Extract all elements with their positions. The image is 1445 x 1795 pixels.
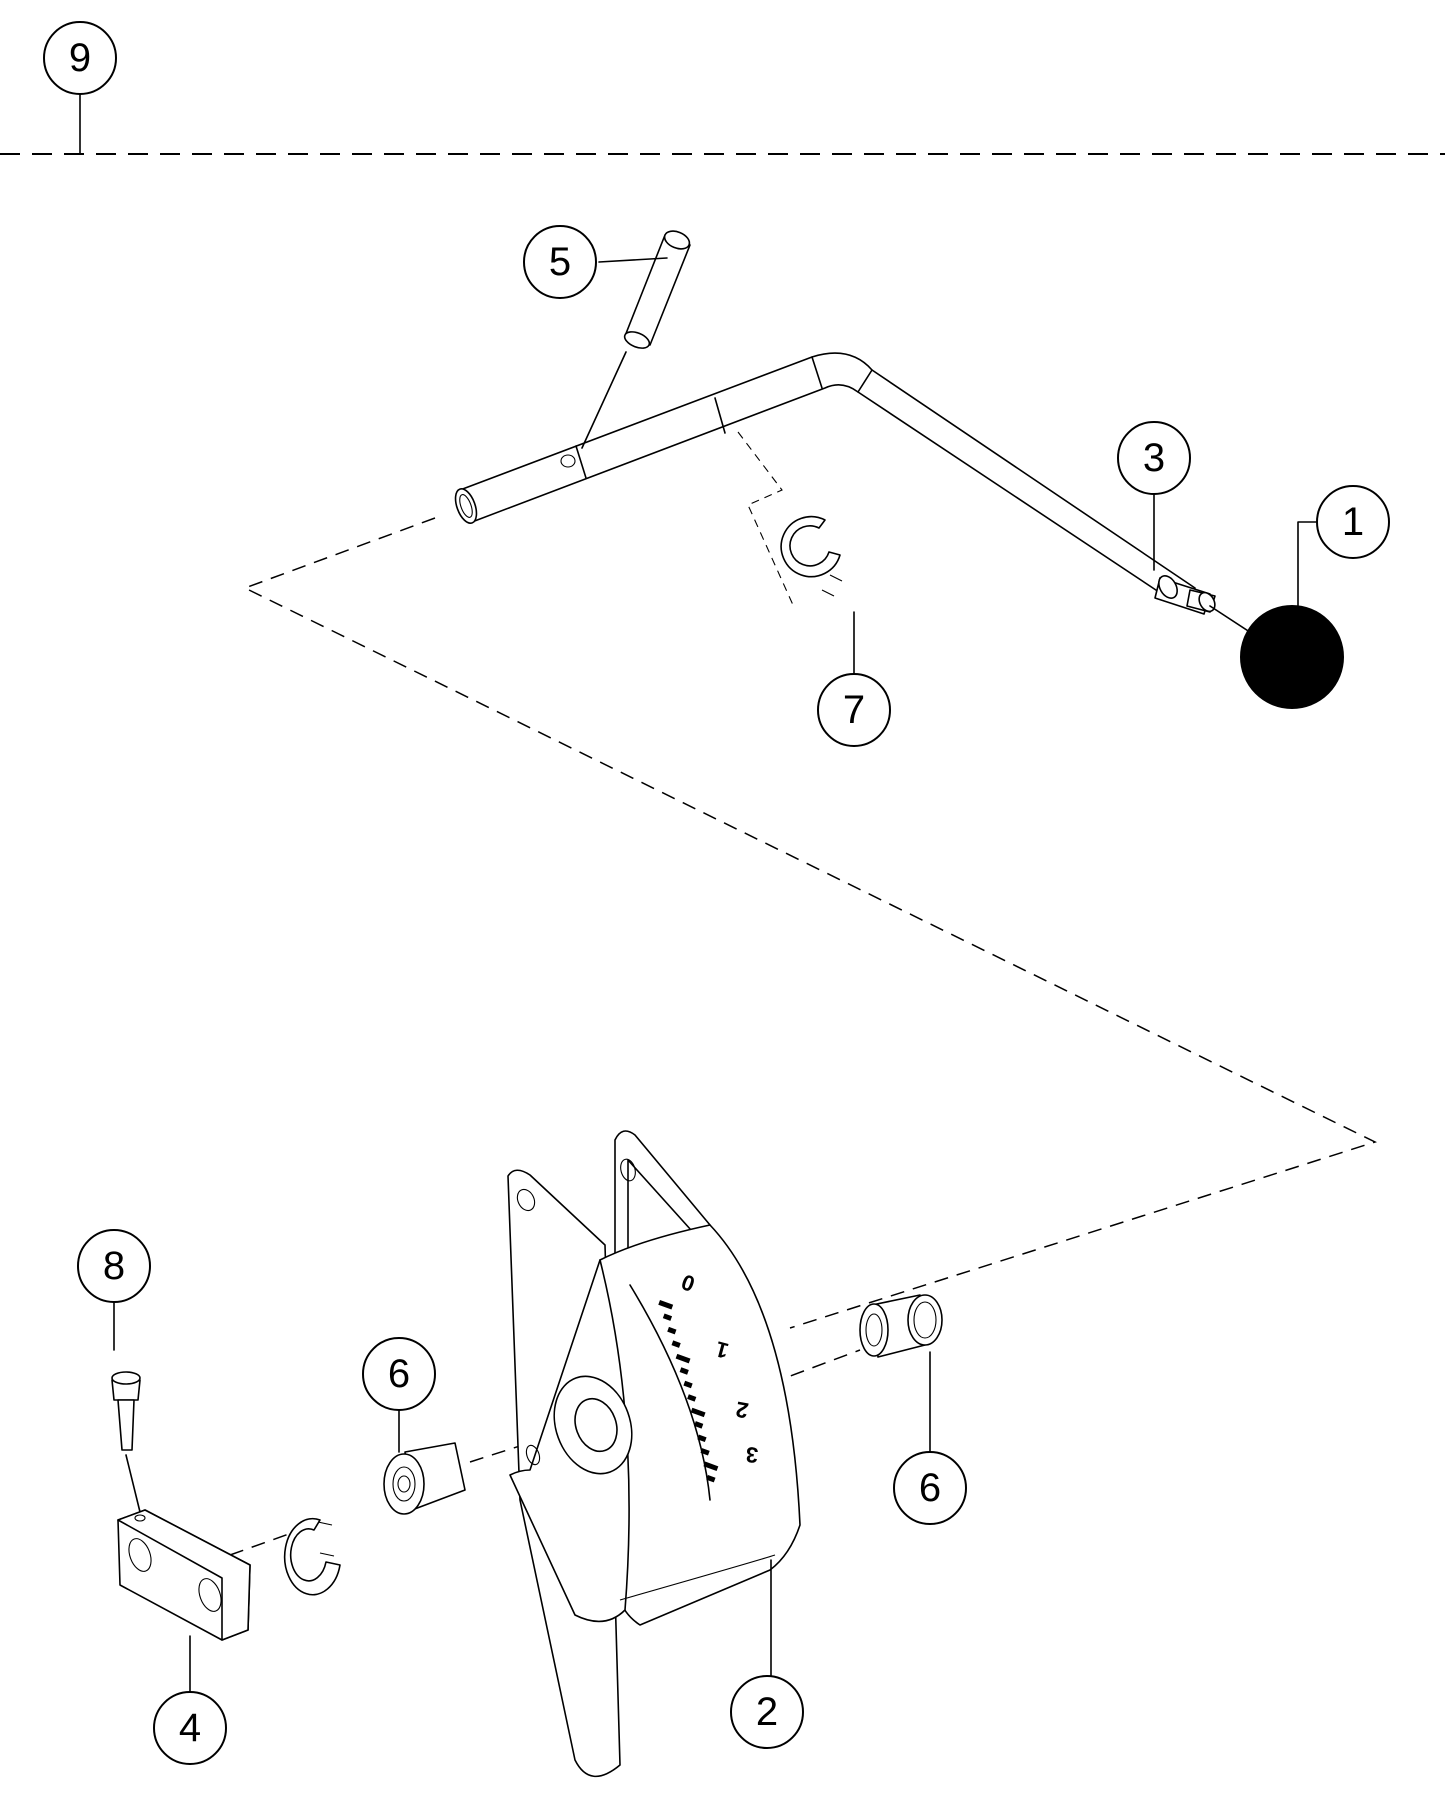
dial-tick <box>679 1367 689 1375</box>
e-clip-lower <box>283 1517 341 1596</box>
locking-block <box>117 1509 251 1693</box>
dial-ticks <box>658 1300 719 1483</box>
black-knob <box>1209 521 1344 709</box>
dial-tick <box>662 1313 673 1321</box>
roll-pin <box>581 230 691 449</box>
dial-tick <box>700 1448 710 1456</box>
dial-tick <box>694 1421 704 1429</box>
callout-5: 5 <box>523 225 597 299</box>
callout-6-right: 6 <box>893 1451 967 1525</box>
callout-label-4: 4 <box>179 1706 201 1750</box>
callout-1: 1 <box>1316 485 1390 559</box>
dial-tick <box>690 1407 706 1418</box>
lever-ring <box>714 397 726 434</box>
callout-label-1: 1 <box>1342 500 1364 544</box>
callout-label-6-left: 6 <box>388 1352 410 1396</box>
dial-scale: 0 1 2 3 <box>658 1269 759 1483</box>
flanged-bushing-right <box>859 1294 943 1453</box>
callout-label-8: 8 <box>103 1244 125 1288</box>
dial-tick <box>675 1353 691 1364</box>
dial-tick <box>687 1394 697 1402</box>
dial-tick <box>706 1475 716 1483</box>
dial-label-3: 3 <box>745 1442 759 1468</box>
callout-2: 2 <box>730 1675 804 1749</box>
callout-8: 8 <box>77 1229 151 1303</box>
callout-label-3: 3 <box>1143 436 1165 480</box>
reference-line <box>0 81 1445 155</box>
callout-3: 3 <box>1117 421 1191 495</box>
callout-9: 9 <box>43 21 117 95</box>
callout-label-5: 5 <box>549 240 571 284</box>
callout-label-7: 7 <box>843 688 865 732</box>
dial-tick <box>703 1461 719 1472</box>
e-clip-upper <box>737 431 855 676</box>
callout-label-6-right: 6 <box>919 1466 941 1510</box>
callout-6-left: 6 <box>362 1337 436 1411</box>
flanged-bushing-left <box>383 1409 466 1515</box>
callout-label-2: 2 <box>756 1690 778 1734</box>
cap-screw <box>111 1301 141 1513</box>
dial-tick <box>671 1340 681 1348</box>
dial-tick <box>697 1434 707 1443</box>
callout-label-9: 9 <box>69 36 91 80</box>
callout-4: 4 <box>153 1691 227 1765</box>
pin-hole <box>560 454 576 468</box>
dial-label-2: 2 <box>734 1397 750 1424</box>
dial-tick <box>667 1326 677 1335</box>
crank-lever <box>454 352 1216 615</box>
callout-7: 7 <box>817 673 891 747</box>
dial-tick <box>683 1380 693 1389</box>
dial-tick <box>658 1300 674 1310</box>
